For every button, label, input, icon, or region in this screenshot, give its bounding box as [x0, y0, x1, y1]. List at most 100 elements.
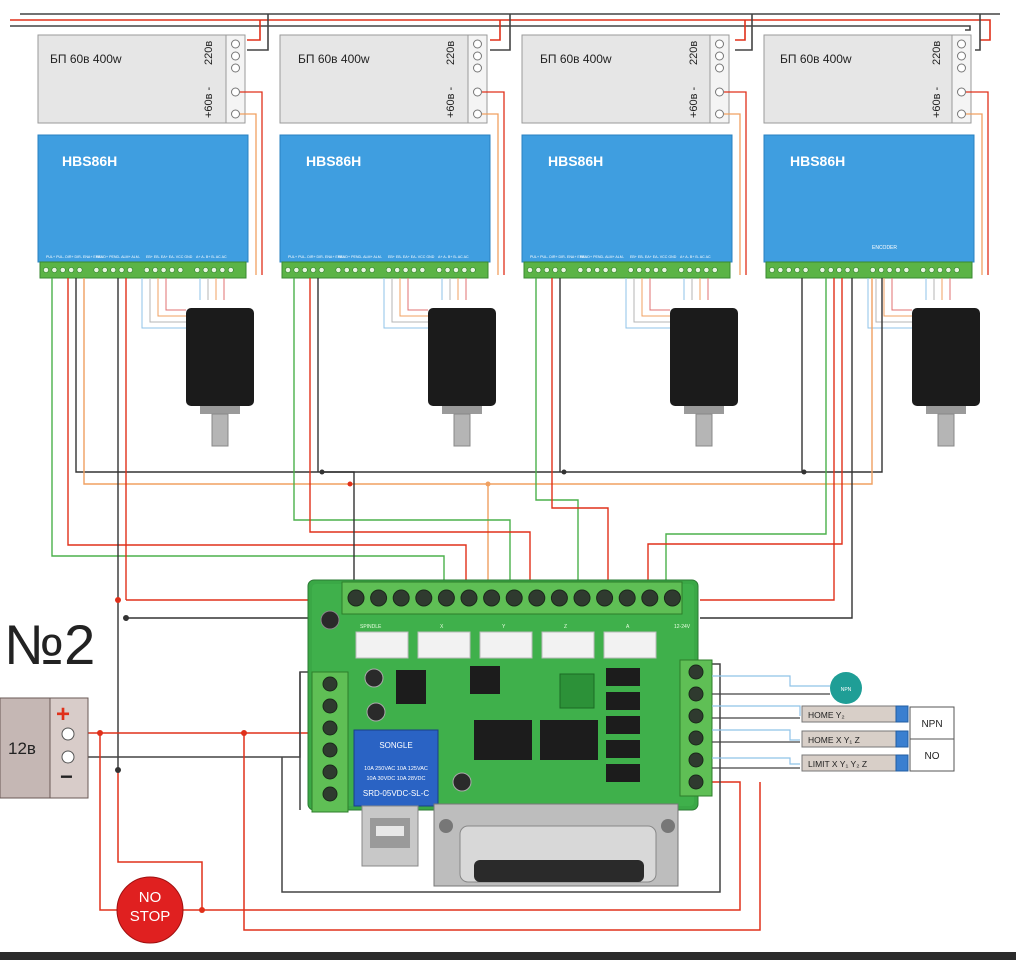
db25-parallel-port[interactable]: [433, 803, 679, 887]
psu-label: БП 60в 400w: [540, 52, 612, 66]
terminal-screw: [644, 267, 651, 273]
terminal-screw: [483, 589, 501, 607]
terminal-screw: [76, 267, 83, 273]
conn-label-power: 12-24V: [674, 624, 691, 630]
terminal-screw: [318, 267, 325, 273]
terminal-screw: [928, 267, 935, 273]
terminal-screw: [636, 267, 643, 273]
terminal-screw: [886, 267, 893, 273]
terminal-screw: [869, 267, 876, 273]
terminal-screw: [695, 267, 701, 273]
driver-pin-label: PEND+ PEND- ALM+ ALM-: [338, 255, 383, 259]
terminal-screw: [370, 589, 388, 607]
terminal-screw: [211, 267, 217, 273]
control-wires: [51, 278, 883, 770]
terminal-screw: [322, 698, 338, 714]
terminal-screw: [177, 267, 184, 273]
axis-connectors: [355, 631, 657, 659]
home-y-switch: HOME Y₂: [801, 705, 909, 723]
terminal-screw: [903, 267, 910, 273]
terminal-screw: [392, 589, 410, 607]
driver-pin-label: PEND+ PEND- ALM+ ALM-: [580, 255, 625, 259]
limit-switch: LIMIT X Y₁ Y₂ Z: [801, 754, 909, 772]
terminal-screw: [394, 267, 401, 273]
terminal-screw: [301, 267, 308, 273]
terminal-screw: [118, 267, 125, 273]
driver-3: HBS86H: [521, 134, 733, 279]
relay-brand: SONGLE: [379, 741, 412, 750]
driver-pin-label: PUL+ PUL- DIR+ DIR- ENA+ ENA-: [288, 255, 345, 259]
terminal-screw: [688, 730, 704, 746]
terminal-screw: [618, 589, 636, 607]
home-xyz-switch: HOME X Y₁ Z: [801, 730, 909, 748]
psu-ac-label: 220в: [931, 41, 943, 65]
relay: SONGLE 10A 250VAC 10A 125VAC 10A 30VDC 1…: [353, 729, 439, 807]
terminal-screw: [769, 267, 775, 273]
terminal-screw: [436, 267, 443, 273]
terminal-screw: [661, 267, 668, 273]
driver-pin-label: PEND+ PEND- ALM+ ALM-: [96, 255, 141, 259]
right-terminal-screws: [688, 664, 704, 790]
dc-wires: [240, 91, 989, 275]
driver-pin-label: EB+ EB- EA+ EA- VCC GND: [146, 255, 193, 259]
terminal-screw: [444, 267, 451, 273]
psu-3: БП 60в 400w 220в +60в -: [521, 34, 730, 124]
terminal-screw: [385, 267, 392, 273]
terminal-screw: [505, 589, 523, 607]
driver-model: HBS86H: [790, 153, 845, 169]
psu-ac-label: 220в: [445, 41, 457, 65]
terminal-screw: [322, 742, 338, 758]
psu-dc-label: +60в -: [445, 86, 457, 118]
terminal-screw: [93, 267, 100, 273]
usb-port[interactable]: [361, 805, 419, 867]
driver-1: HBS86H: [37, 134, 249, 279]
terminal-screw: [227, 267, 234, 273]
terminal-screw: [577, 267, 584, 273]
psu-label: БП 60в 400w: [298, 52, 370, 66]
terminal-screw: [437, 589, 455, 607]
driver-4: HBS86H ENCODER: [763, 134, 975, 279]
motor-4: [912, 308, 980, 447]
stepper-drivers: HBS86H HBS86H HBS86H HBS86H ENCODER PUL+…: [37, 134, 975, 279]
npn-proximity-sensor: NPN: [830, 672, 862, 704]
terminal-screw: [152, 267, 159, 273]
psu-label: БП 60в 400w: [780, 52, 852, 66]
driver-model: HBS86H: [62, 153, 117, 169]
terminal-screw: [343, 267, 350, 273]
terminal-screw: [101, 267, 108, 273]
psu-dc-label: +60в -: [688, 86, 700, 118]
psu-dc-label: +60в -: [203, 86, 215, 118]
terminal-screw: [68, 267, 75, 273]
relay-spec-1: 10A 250VAC 10A 125VAC: [364, 766, 428, 772]
terminal-screw: [602, 267, 609, 273]
terminal-screw: [920, 267, 927, 273]
encoder-wires: [141, 278, 951, 329]
bottom-border: [0, 952, 1016, 960]
terminal-screw: [59, 267, 66, 273]
terminal-screw: [322, 676, 338, 692]
psu-2: БП 60в 400w 220в +60в -: [279, 34, 488, 124]
terminal-screw: [293, 267, 300, 273]
terminal-screw: [160, 267, 167, 273]
conn-label-y: Y: [502, 624, 506, 630]
driver-pin-label: A+ A- B+ B- AC AC: [680, 255, 711, 259]
terminal-screw: [853, 267, 859, 273]
motor-1: [186, 308, 254, 447]
terminal-screw: [285, 267, 291, 273]
psu-label: БП 60в 400w: [50, 52, 122, 66]
terminal-screw: [688, 752, 704, 768]
home-xyz-label: HOME X Y₁ Z: [808, 735, 860, 745]
psu-dc-label: +60в -: [931, 86, 943, 118]
emergency-stop-button[interactable]: NO STOP: [116, 876, 184, 944]
terminal-screw: [469, 267, 476, 273]
terminal-screw: [143, 267, 150, 273]
terminal-screw: [51, 267, 58, 273]
sensor-round-label: NPN: [841, 687, 852, 693]
terminal-screw: [335, 267, 342, 273]
psu-ac-label: 220в: [688, 41, 700, 65]
terminal-screw: [322, 786, 338, 802]
top-terminal-screws: [347, 589, 681, 607]
driver-pin-labels: PUL+ PUL- DIR+ DIR- ENA+ ENA-PEND+ PEND-…: [46, 255, 711, 259]
terminal-screw: [688, 708, 704, 724]
left-terminal-screws: [322, 676, 338, 802]
